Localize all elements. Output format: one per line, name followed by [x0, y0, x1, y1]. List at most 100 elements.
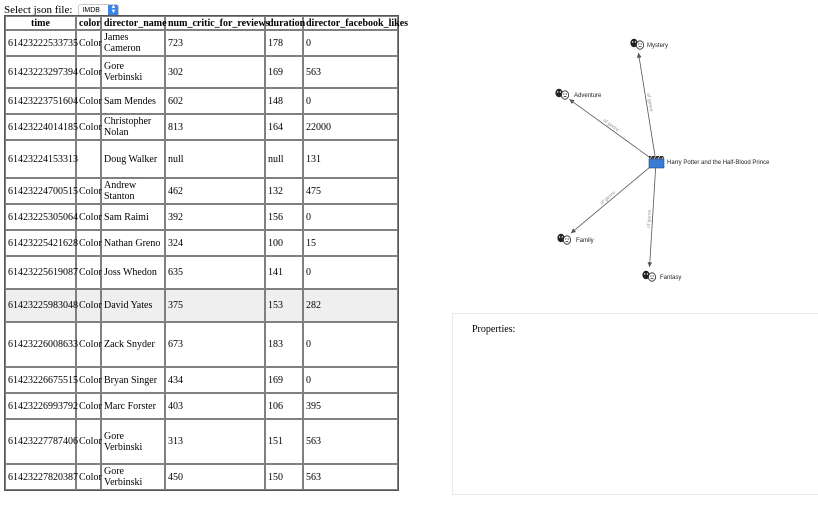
table-cell-director-name: Marc Forster	[101, 393, 165, 419]
table-cell-num-critic-for-reviews: 723	[165, 30, 265, 56]
genre-node-adventure[interactable]: Adventure	[555, 88, 602, 100]
table-cell-director-name: Sam Raimi	[101, 204, 165, 230]
properties-panel: Properties:	[452, 313, 818, 495]
column-header-director-facebook-likes[interactable]: director_facebook_likes	[303, 16, 408, 30]
table-cell-num-critic-for-reviews: 375	[165, 289, 265, 322]
table-cell-director-name: Zack Snyder	[101, 322, 165, 367]
json-file-select-value: IMDB	[82, 6, 100, 14]
table-cell-time: 61423226675515	[5, 367, 78, 393]
table-cell-time: 61423225305064	[5, 204, 78, 230]
movie-clapperboard-icon	[648, 155, 665, 169]
column-header-num-critic-for-reviews[interactable]: num_critic_for_reviews	[165, 16, 269, 30]
table-cell-director-name: Christopher Nolan	[101, 114, 165, 140]
genre-node-fantasy[interactable]: Fantasy	[642, 270, 681, 282]
edge-label: of genre	[602, 118, 621, 134]
genre-node-label: Family	[576, 238, 594, 244]
table-cell-num-critic-for-reviews: 313	[165, 419, 265, 464]
table-cell-duration: 169	[265, 367, 303, 393]
table-cell-color: Color	[76, 322, 102, 367]
table-cell-color: Color	[76, 56, 102, 88]
column-header-color[interactable]: color	[76, 16, 101, 30]
table-cell-time: 61423222533735	[5, 30, 78, 56]
table-cell-color: Color	[76, 393, 102, 419]
table-cell-num-critic-for-reviews: null	[165, 140, 265, 178]
table-cell-duration: 183	[265, 322, 303, 367]
edge-fantasy[interactable]	[647, 161, 657, 268]
movie-node[interactable]: Harry Potter and the Half-Blood Prince	[648, 155, 770, 169]
table-cell-director-facebook-likes: 0	[303, 367, 398, 393]
table-cell-director-facebook-likes: 563	[303, 56, 398, 88]
table-cell-director-name: Gore Verbinski	[101, 56, 165, 88]
table-cell-director-facebook-likes: 0	[303, 322, 398, 367]
table-cell-num-critic-for-reviews: 635	[165, 256, 265, 289]
table-cell-time: 61423225619087	[5, 256, 78, 289]
table-cell-duration: 151	[265, 419, 303, 464]
table-cell-director-name: Andrew Stanton	[101, 178, 165, 204]
json-file-label: Select json file:	[4, 4, 73, 16]
table-cell-duration: 164	[265, 114, 303, 140]
table-cell-num-critic-for-reviews: 602	[165, 88, 265, 114]
movie-node-label: Harry Potter and the Half-Blood Prince	[667, 160, 770, 166]
table-cell-color	[76, 140, 101, 178]
table-cell-color: Color	[76, 464, 102, 490]
table-cell-director-facebook-likes: 22000	[303, 114, 398, 140]
table-cell-color: Color	[76, 289, 102, 322]
table-cell-director-facebook-likes: 0	[303, 88, 398, 114]
table-cell-time: 61423224153313	[5, 140, 78, 178]
table-cell-duration: 100	[265, 230, 303, 256]
genre-node-family[interactable]: Family	[557, 233, 594, 245]
table-cell-director-name: James Cameron	[101, 30, 165, 56]
table-cell-duration: null	[265, 140, 303, 178]
table-cell-time: 61423226993792	[5, 393, 78, 419]
table-cell-duration: 106	[265, 393, 303, 419]
graph-canvas[interactable]: of genre of genre of genre of genre MysteryA…	[530, 30, 817, 300]
table-cell-num-critic-for-reviews: 392	[165, 204, 265, 230]
table-cell-director-name: Joss Whedon	[101, 256, 165, 289]
table-cell-color: Color	[76, 256, 102, 289]
table-cell-duration: 148	[265, 88, 303, 114]
table-cell-duration: 141	[265, 256, 303, 289]
table-cell-num-critic-for-reviews: 673	[165, 322, 265, 367]
table-cell-num-critic-for-reviews: 403	[165, 393, 265, 419]
table-cell-color: Color	[76, 419, 102, 464]
table-cell-director-facebook-likes: 0	[303, 256, 398, 289]
edge-adventure[interactable]	[569, 98, 657, 163]
table-cell-director-name: David Yates	[101, 289, 165, 322]
table-cell-director-facebook-likes: 395	[303, 393, 398, 419]
edge-label: of genre	[646, 209, 653, 228]
edge-label: of genre	[599, 190, 617, 207]
table-cell-time: 61423224014185	[5, 114, 78, 140]
edge-label: of genre	[645, 93, 654, 112]
edge-family[interactable]	[570, 161, 657, 234]
select-arrows-icon: ▲▼	[108, 4, 119, 16]
column-header-time[interactable]: time	[5, 16, 76, 30]
genre-node-label: Fantasy	[660, 275, 681, 281]
edge-mystery[interactable]	[636, 52, 657, 163]
table-cell-color: Color	[76, 114, 102, 140]
table-cell-director-name: Gore Verbinski	[101, 464, 165, 490]
table-cell-color: Color	[76, 230, 102, 256]
column-header-duration[interactable]: duration	[265, 16, 305, 30]
column-header-director-name[interactable]: director_name	[101, 16, 167, 30]
genre-node-mystery[interactable]: Mystery	[630, 38, 668, 50]
table-cell-time: 61423227820387	[5, 464, 78, 490]
table-cell-color: Color	[76, 204, 102, 230]
